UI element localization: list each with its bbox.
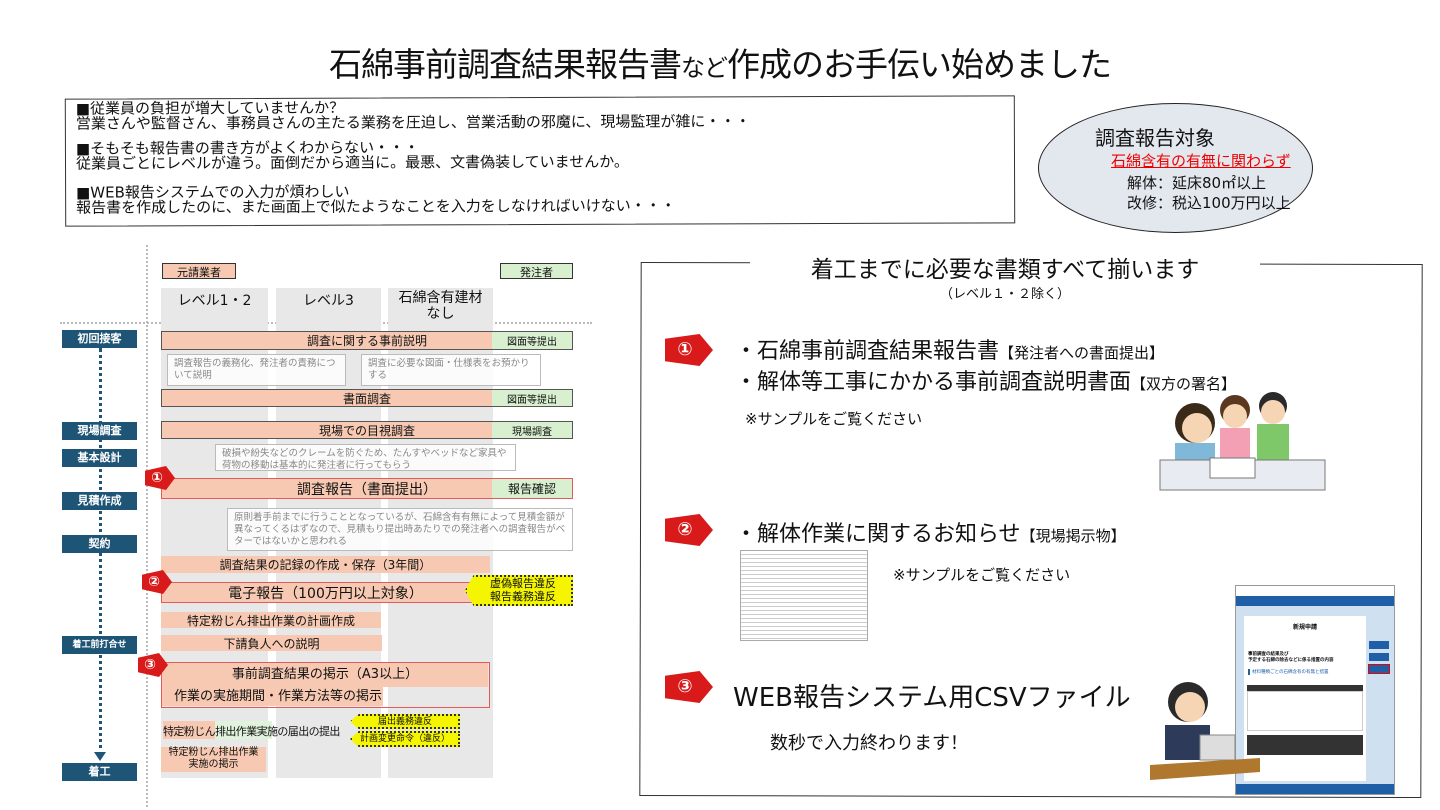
violation-callout-2: 届出義務違反 (350, 714, 460, 729)
person-laptop-illustration-icon (1150, 682, 1260, 780)
notice-thumbnail[interactable] (740, 550, 868, 641)
meeting-illustration-icon (1159, 392, 1326, 491)
target-oval: 調査報告対象 石綿含有の有無に関わらず 解体：延床80㎡以上 改修：税込100万… (1038, 103, 1313, 233)
violation-callout-3: 計画変更命令（違反） (350, 731, 460, 747)
web-text: 材料種類ごとの石綿含有の有無と措置 (1248, 669, 1366, 675)
item-3: WEB報告システム用CSVファイル (733, 683, 1131, 713)
bar-fill (163, 721, 215, 739)
row-posting-group: 事前調査結果の掲示（A3以上） 作業の実施期間・作業方法等の掲示 (161, 662, 490, 708)
contractor-label: 元請業者 (162, 263, 236, 279)
web-table (1247, 691, 1363, 731)
row-site-survey: 現場での目視調査 現場調査 (161, 421, 573, 439)
item-tag: 【現場掲示物】 (1020, 527, 1126, 545)
issue-body: 報告書を作成したのに、また画面上で似たようなことを入力をしなければいけない・・・ (76, 196, 676, 217)
issue-3: ■WEB報告システムでの入力が煩わしい報告書を作成したのに、また画面上で似たよう… (76, 183, 676, 217)
target-line2: 改修：税込100万円以上 (1127, 194, 1291, 212)
web-side-button (1369, 641, 1389, 649)
item-2: ・解体作業に関するお知らせ【現場掲示物】 (735, 516, 1126, 548)
web-text: 予定する石綿の除去などに係る措置の内容 (1248, 658, 1334, 663)
row-e-report: 電子報告（100万円以上対象） (161, 582, 490, 603)
step-label: 初回接客 (62, 330, 137, 348)
web-text: 事前調査の結果及び (1248, 652, 1289, 657)
web-nav (1236, 596, 1394, 606)
column-header: レベル1・2 (177, 293, 252, 309)
bar-fill (215, 721, 272, 739)
client-action: 現場調査 (492, 422, 572, 438)
sample-link[interactable]: ※サンプルをご覧ください (893, 566, 1071, 584)
note: 調査報告の義務化、発注者の責務について説明 (167, 354, 346, 386)
web-bar (1247, 685, 1363, 691)
web-form: 新規申請 事前調査の結果及び 予定する石綿の除去などに係る措置の内容 材料種類ご… (1244, 616, 1366, 781)
column-header: 石綿含有建材 なし (398, 290, 483, 322)
note: 破損や紛失などのクレームを防ぐため、たんすやベッドなど家具や荷物の移動は基本的に… (215, 444, 516, 471)
title-main: 石綿事前調査結果報告書 (329, 45, 682, 84)
web-header (1236, 586, 1394, 596)
item-1a: ・石綿事前調査結果報告書【発注者への書面提出】 (735, 333, 1164, 365)
issue-2: ■そもそも報告書の書き方がよくわからない・・・従業員ごとにレベルが違う。面倒だか… (75, 138, 629, 173)
title-small: など (681, 54, 728, 82)
step-label: 基本設計 (62, 449, 137, 467)
item-tag: 【発注者への書面提出】 (999, 344, 1165, 362)
web-bar (1247, 735, 1363, 755)
row-survey-report: 調査報告（書面提出） 報告確認 (161, 478, 573, 499)
page-title: 石綿事前調査結果報告書など作成のお手伝い始めました (0, 38, 1440, 86)
row-text: 書面調査 (342, 392, 391, 406)
row-text: 調査報告（書面提出） (297, 482, 437, 498)
issues-box: ■従業員の負担が増大していませんか？営業さんや監督さん、事務員さんの主たる業務を… (64, 95, 1016, 227)
panel-title: 着工までに必要な書類すべて揃います (750, 250, 1260, 284)
issue-1: ■従業員の負担が増大していませんか？営業さんや監督さん、事務員さんの主たる業務を… (75, 99, 751, 133)
web-side-button (1369, 653, 1389, 661)
issue-body: 営業さんや監督さん、事務員さんの主たる業務を圧迫し、営業活動の邪魔に、現場監理が… (75, 112, 751, 133)
step-label: 着工 (62, 763, 137, 781)
web-footer (1236, 784, 1394, 794)
step-label: 契約 (62, 535, 137, 553)
client-action: 図面等提出 (492, 390, 572, 406)
note: 原則着手前までに行うこととなっているが、石綿含有有無によって見積金額が異なってく… (227, 508, 573, 551)
issue-body: 従業員ごとにレベルが違う。面倒だから適当に。最悪、文書偽装していませんか。 (75, 152, 629, 173)
web-system-screenshot: 新規申請 事前調査の結果及び 予定する石綿の除去などに係る措置の内容 材料種類ご… (1235, 585, 1395, 795)
item-1b: ・解体等工事にかかる事前調査説明書面【双方の署名】 (735, 364, 1236, 396)
client-label: 発注者 (500, 263, 573, 279)
arrow-head-icon (94, 752, 106, 767)
target-line1: 解体：延床80㎡以上 (1127, 174, 1267, 192)
note: 調査に必要な図面・仕様表をお預かりする (361, 354, 541, 386)
item-3-sub: 数秒で入力終わります！ (770, 733, 968, 754)
violation-text: 虚偽報告違反 (490, 577, 556, 590)
item-text: ・解体作業に関するお知らせ (735, 522, 1021, 547)
client-action: 図面等提出 (492, 332, 572, 349)
row-prior-explanation: 調査に関する事前説明 図面等提出 (161, 331, 573, 350)
web-heading: 新規申請 (1292, 624, 1317, 631)
row-text: 調査に関する事前説明 (306, 334, 427, 348)
step-label: 見積作成 (62, 492, 137, 510)
target-title: 調査報告対象 (1095, 126, 1215, 150)
title-rest: 作成のお手伝い始めました (727, 45, 1112, 84)
item-text: ・解体等工事にかかる事前調査説明書面 (735, 370, 1132, 395)
row-subcontractor: 下請負人への説明 (161, 635, 382, 651)
row-text: 事前調査結果の掲示（A3以上） (162, 663, 488, 687)
client-action: 報告確認 (492, 479, 572, 498)
item-text: ・石綿事前調査結果報告書 (735, 339, 1000, 364)
step-label: 現場調査 (62, 422, 137, 440)
panel-subtitle: （レベル１・２除く） (939, 287, 1070, 302)
row-text: 現場での目視調査 (318, 424, 415, 438)
row-posting: 特定粉じん排出作業 実施の掲示 (161, 747, 266, 772)
row-notification: 特定粉じん排出作業実施の届出の提出 (163, 725, 340, 738)
row-document-survey: 書面調査 図面等提出 (161, 389, 573, 407)
row-plan: 特定粉じん排出作業の計画作成 (161, 612, 381, 628)
divider-vertical (146, 245, 148, 807)
violation-callout-1: 虚偽報告違反報告義務違反 (465, 575, 573, 606)
step-label: 着工前打合せ (62, 636, 137, 654)
row-record: 調査結果の記録の作成・保存（3年間） (161, 556, 490, 573)
sample-link[interactable]: ※サンプルをご覧ください (745, 410, 923, 428)
target-note: 石綿含有の有無に関わらず (1111, 152, 1291, 170)
item-tag: 【双方の署名】 (1131, 375, 1237, 393)
column-header: レベル3 (303, 293, 354, 309)
row-text: 作業の実施期間・作業方法等の掲示 (162, 687, 383, 706)
violation-text: 報告義務違反 (490, 590, 556, 603)
web-side-button (1368, 664, 1390, 674)
